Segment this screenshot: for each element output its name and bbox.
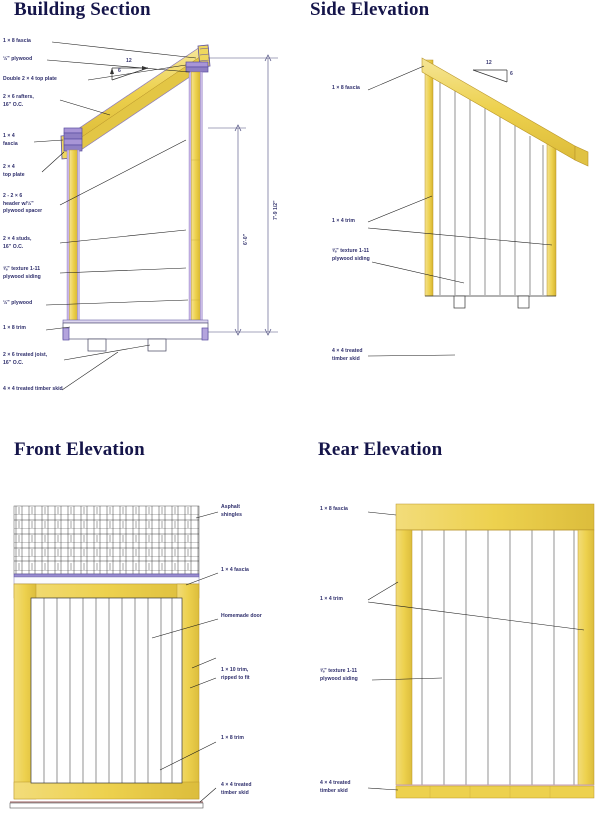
panel-side-elevation: Side Elevation [300,0,600,430]
bs-label-fascia-1x8: 1 × 8 fascia [3,38,31,44]
dimension-lines [208,54,278,336]
bs-pitch-run: 12 [126,58,132,64]
roof-pitch-indicator [110,66,149,81]
front-elevation-drawing [9,505,219,809]
re-label-skid: 4 × 4 treated timber skid [320,780,351,794]
high-wall-top-plate [185,61,209,73]
fascia-band [395,503,595,531]
leader-lines [33,41,197,391]
se-label-skid: 4 × 4 treated timber skid [332,348,363,362]
bs-label-fascia-1x4: 1 × 4 fascia [3,133,18,147]
re-label-siding: ⅝" texture 1-11 plywood siding [320,668,358,682]
fe-label-shingles: Asphalt shingles [221,504,243,518]
roof-fascia-band [421,57,589,167]
bs-label-trim-1x8: 1 × 8 trim [3,325,27,331]
bs-label-plywood-floor: ½" plywood [3,300,33,306]
corner-trim-posts [395,529,595,786]
front-elevation-title: Front Elevation [14,439,145,460]
panel-front-elevation: Front Elevation [0,430,300,815]
low-wall-top-plate [63,127,83,152]
siding-boards [439,74,544,295]
bs-dim-wall-height: 6'-0" [243,234,249,245]
se-label-siding: ⅝" texture 1-11 plywood siding [332,248,370,262]
side-elevation-drawing [367,57,589,357]
rear-elevation-drawing [367,503,595,799]
high-wall-assembly [188,71,203,329]
bs-label-top-plate-2x4: 2 × 4 top plate [3,164,25,178]
wall-frame [13,583,200,800]
se-label-trim-1x4: 1 × 4 trim [332,218,356,224]
leader-lines [367,511,585,791]
building-section-title: Building Section [14,0,151,20]
siding-boards [421,530,575,785]
fe-label-skid: 4 × 4 treated timber skid [221,782,252,796]
bs-label-studs: 2 × 4 studs, 16" O.C. [3,236,32,250]
left-corner-post [424,59,434,297]
fe-label-fascia-1x4: 1 × 4 fascia [221,567,249,573]
rear-elevation-title: Rear Elevation [318,439,443,460]
base-and-skids [425,295,556,309]
low-wall-assembly [66,149,80,329]
right-corner-post [546,142,557,297]
fascia-band [13,573,200,585]
leader-lines [151,511,219,803]
bs-dim-overall-height: 7'-9 1/2" [273,200,279,221]
se-pitch-run: 12 [486,60,492,66]
base-skid [395,784,595,799]
fe-label-door: Homemade door [221,613,262,619]
re-label-trim-1x4: 1 × 4 trim [320,596,344,602]
base-skid [9,801,204,809]
asphalt-shingle-roof [13,505,200,575]
re-label-fascia-1x8: 1 × 8 fascia [320,506,348,512]
bs-label-plywood-half: ½" plywood [3,56,33,62]
bs-pitch-rise: 6 [118,68,121,74]
building-section-drawing [33,41,278,391]
se-label-fascia-1x8: 1 × 8 fascia [332,85,360,91]
bs-label-joist: 2 × 6 treated joist, 16" O.C. [3,352,48,366]
fe-label-trim-1x10: 1 × 10 trim, ripped to fit [221,667,250,681]
side-elevation-title: Side Elevation [310,0,430,20]
roof-pitch-indicator [472,69,508,83]
panel-rear-elevation: Rear Elevation [300,430,600,815]
bs-label-header: 2 - 2 × 6 header w/½" plywood spacer [3,193,43,215]
homemade-door [30,597,183,784]
bs-label-skid: 4 × 4 treated timber skid [3,386,63,392]
leader-lines [367,65,553,357]
bs-label-rafters: 2 × 6 rafters, 16" O.C. [3,94,34,108]
fe-label-trim-1x8: 1 × 8 trim [221,735,245,741]
bs-label-siding: ⅝" texture 1-11 plywood siding [3,266,41,280]
se-pitch-rise: 6 [510,71,513,77]
floor-assembly [62,319,209,352]
panel-building-section: Building Section [0,0,300,430]
bs-label-top-plate-double: Double 2 × 4 top plate [3,76,57,82]
